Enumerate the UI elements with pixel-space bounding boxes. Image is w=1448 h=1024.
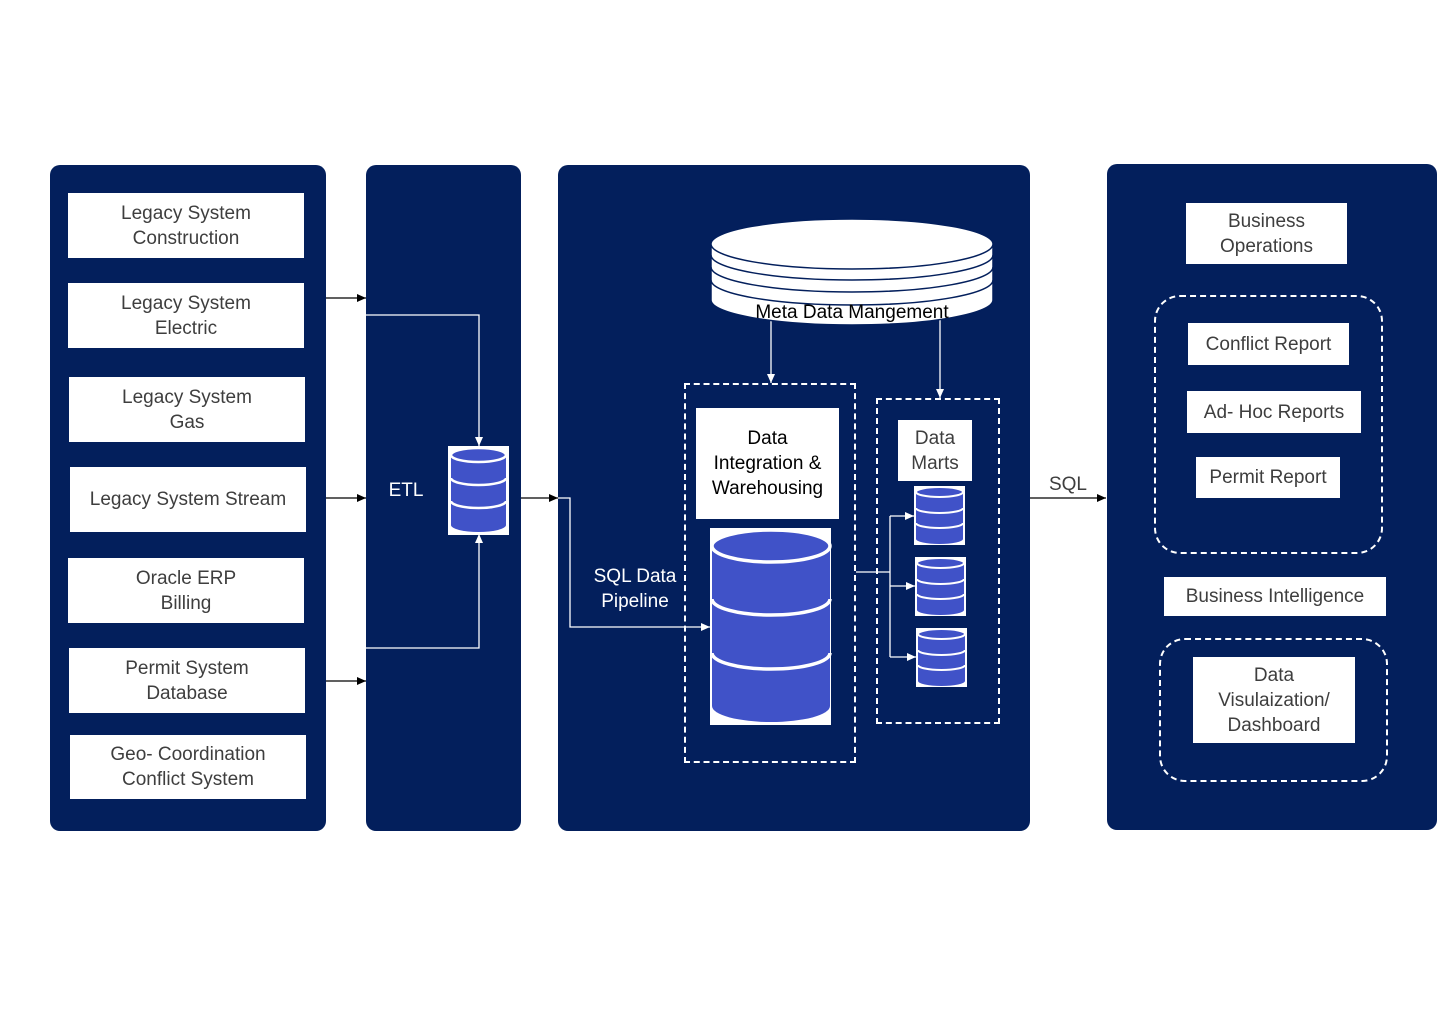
connector-etl-top xyxy=(366,314,483,446)
data-mart-2-database-icon xyxy=(915,557,966,616)
source-legacy-stream: Legacy System Stream xyxy=(70,467,306,532)
adhoc-reports-box: Ad- Hoc Reports xyxy=(1187,391,1361,433)
reports-group xyxy=(1154,295,1383,554)
warehouse-title: Data Integration & Warehousing xyxy=(696,408,839,519)
sql-link-label: SQL xyxy=(1048,474,1088,495)
metadata-label: Meta Data Mangement xyxy=(755,302,949,323)
connector-etl-bottom xyxy=(366,534,483,649)
source-geo-coordination: Geo- Coordination Conflict System xyxy=(70,735,306,799)
sql-pipeline-label: SQL Data Pipeline xyxy=(593,566,677,612)
source-legacy-construction: Legacy System Construction xyxy=(68,193,304,258)
warehouse-database-icon xyxy=(710,528,832,725)
business-operations-box: Business Operations xyxy=(1186,203,1347,264)
data-marts-title: Data Marts xyxy=(898,420,972,481)
warehouse-group xyxy=(684,383,856,763)
metadata-disk-stack-icon xyxy=(710,218,994,326)
source-oracle-erp: Oracle ERP Billing xyxy=(68,558,304,623)
source-permit-system: Permit System Database xyxy=(69,648,305,713)
source-legacy-electric: Legacy System Electric xyxy=(68,283,304,348)
visualization-box: Data Visulaization/ Dashboard xyxy=(1193,657,1355,743)
connector-sql-pipeline xyxy=(558,497,710,631)
visualization-group xyxy=(1159,638,1388,782)
data-mart-1-database-icon xyxy=(914,486,965,545)
business-intelligence-box: Business Intelligence xyxy=(1164,577,1386,616)
data-marts-group xyxy=(876,398,1000,724)
data-mart-3-database-icon xyxy=(916,628,967,687)
permit-report-box: Permit Report xyxy=(1196,457,1340,498)
etl-label: ETL xyxy=(388,480,424,501)
source-legacy-gas: Legacy System Gas xyxy=(69,377,305,442)
conflict-report-box: Conflict Report xyxy=(1188,323,1349,365)
etl-database-icon xyxy=(448,446,509,535)
